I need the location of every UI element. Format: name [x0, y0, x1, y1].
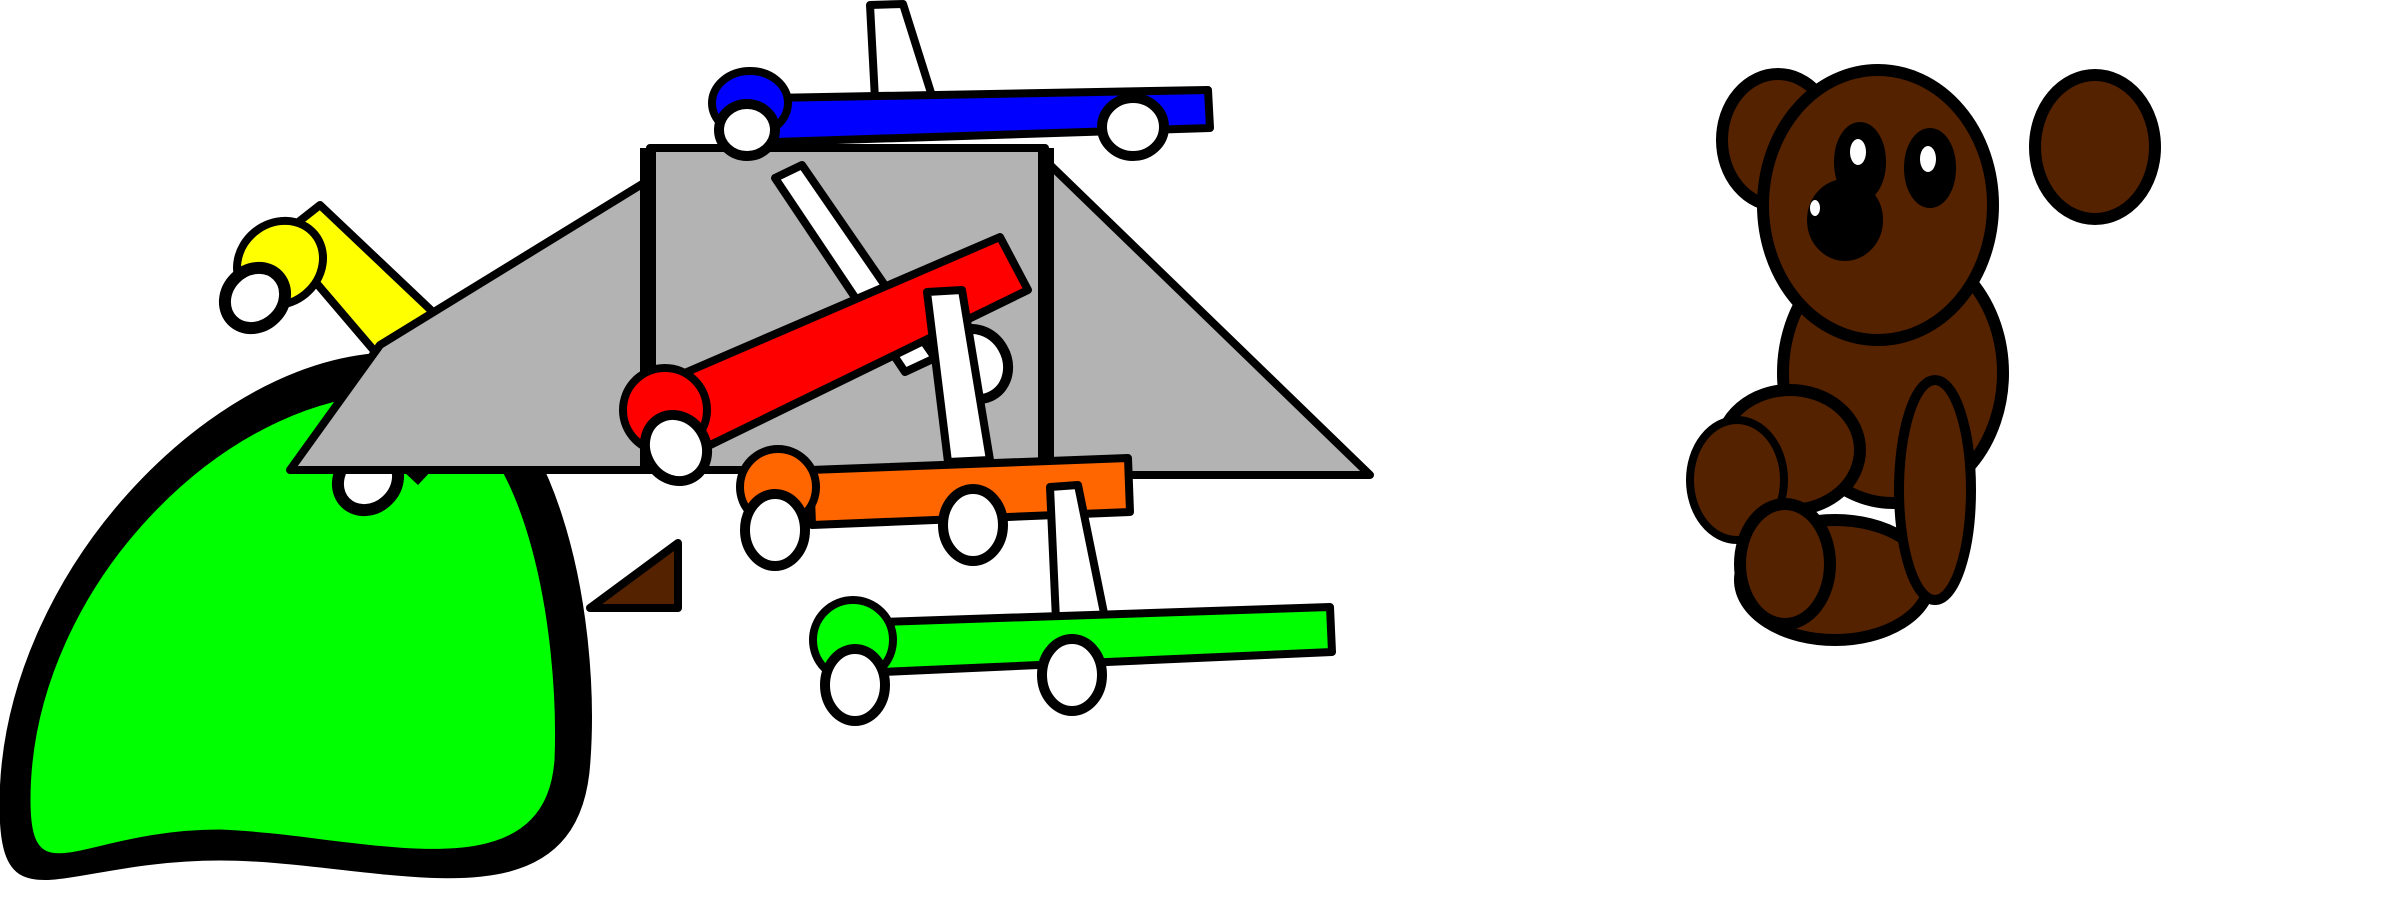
beanbag-body: [29, 393, 556, 855]
box-left-side: [286, 174, 656, 474]
green-car-body: [876, 603, 1336, 676]
bear-right-arm: [1894, 375, 1976, 605]
bear-right-ear: [2029, 69, 2161, 225]
wheel-icon: [218, 261, 292, 335]
bear-nose: [1807, 179, 1883, 261]
bear-eye-right-highlight: [1920, 146, 1936, 172]
box-right-side: [1041, 156, 1374, 479]
wheel-icon: [820, 644, 890, 726]
bear-nose-highlight: [1810, 200, 1820, 216]
box-right-edge: [1038, 148, 1054, 478]
brown-triangle-block: [586, 539, 682, 612]
green-toy-car: [809, 481, 1336, 726]
wheel-icon: [714, 99, 780, 161]
wheel-icon: [1097, 93, 1169, 161]
wheel-icon: [938, 484, 1008, 566]
wheel-icon: [639, 409, 713, 487]
wheel-icon: [740, 489, 810, 571]
green-beanbag: [0, 352, 592, 880]
teddy-bear: [1686, 64, 2161, 646]
bear-eye-left-highlight: [1850, 139, 1866, 165]
blue-toy-car: [708, 0, 1214, 161]
bear-left-foot: [1734, 498, 1836, 630]
wheel-icon: [1037, 634, 1107, 716]
